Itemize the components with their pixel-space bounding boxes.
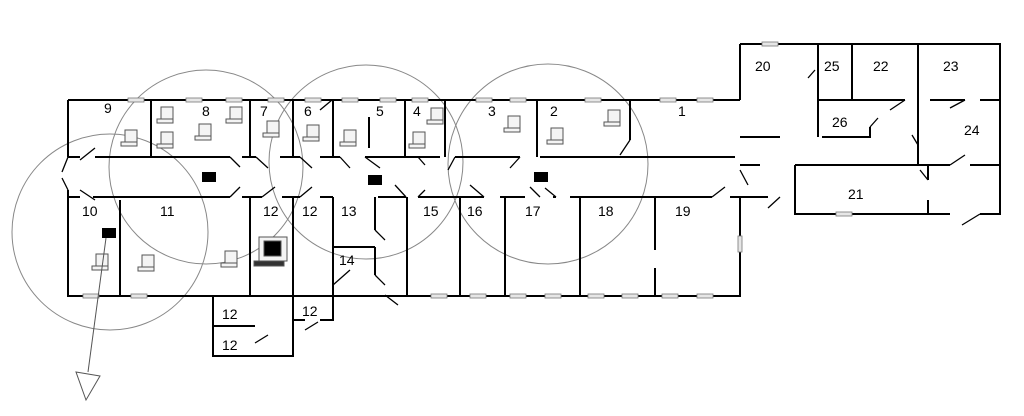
room-labels: 1 2 3 4 5 6 7 8 9 10 11 12 12 12 12 12 1… <box>82 58 980 353</box>
computer-icon <box>156 106 174 124</box>
coverage-circles <box>11 63 649 331</box>
computer-icon <box>262 120 280 138</box>
room-label: 19 <box>675 203 691 219</box>
access-points <box>102 172 548 238</box>
computer-icon <box>91 253 109 271</box>
room-label: 26 <box>832 114 848 130</box>
room-label: 3 <box>488 103 496 119</box>
room-label: 9 <box>104 100 112 116</box>
room-label: 17 <box>525 203 541 219</box>
room-label: 7 <box>260 103 268 119</box>
room-label: 25 <box>824 58 840 74</box>
coverage-circle <box>108 69 304 265</box>
room-label: 16 <box>467 203 483 219</box>
room-label: 24 <box>964 122 980 138</box>
room-label: 12 <box>302 203 318 219</box>
computer-icon <box>408 131 426 149</box>
windows <box>82 41 853 299</box>
access-point-icon <box>368 175 382 185</box>
computer-icon <box>225 106 243 124</box>
access-point-icon <box>202 172 216 182</box>
room-label: 12 <box>263 203 279 219</box>
room-label: 12 <box>222 306 238 322</box>
computer-icon <box>194 123 212 141</box>
coverage-circle <box>447 63 649 265</box>
room-label: 5 <box>376 103 384 119</box>
room-label: 14 <box>339 252 355 268</box>
room-label: 6 <box>304 103 312 119</box>
room-label: 1 <box>678 103 686 119</box>
doors <box>61 69 981 344</box>
room-label: 4 <box>413 103 421 119</box>
computer-icon <box>603 109 621 127</box>
computer-icon <box>137 254 155 272</box>
computer-icons <box>91 106 621 272</box>
access-point-icon <box>534 172 548 182</box>
room-label: 20 <box>755 58 771 74</box>
room-label: 15 <box>423 203 439 219</box>
room-label: 2 <box>550 103 558 119</box>
computer-icon <box>120 129 138 147</box>
direction-arrow <box>75 237 107 402</box>
computer-icon <box>339 129 357 147</box>
server-icon <box>253 236 288 267</box>
computer-icon <box>302 124 320 142</box>
room-label: 18 <box>598 203 614 219</box>
room-label: 10 <box>82 203 98 219</box>
computer-icon <box>156 131 174 149</box>
computer-icon <box>426 107 444 125</box>
room-label: 23 <box>943 58 959 74</box>
room-label: 12 <box>222 337 238 353</box>
room-label: 22 <box>873 58 889 74</box>
room-label: 8 <box>202 103 210 119</box>
computer-icon <box>503 115 521 133</box>
coverage-circle <box>11 133 209 331</box>
walls <box>67 43 1001 357</box>
room-label: 21 <box>848 186 864 202</box>
room-label: 11 <box>160 203 175 219</box>
access-point-icon <box>102 228 116 238</box>
computer-icon <box>546 127 564 145</box>
room-label: 13 <box>341 203 357 219</box>
computer-icon <box>220 250 238 268</box>
room-label: 12 <box>302 303 318 319</box>
coverage-circle <box>268 64 464 260</box>
